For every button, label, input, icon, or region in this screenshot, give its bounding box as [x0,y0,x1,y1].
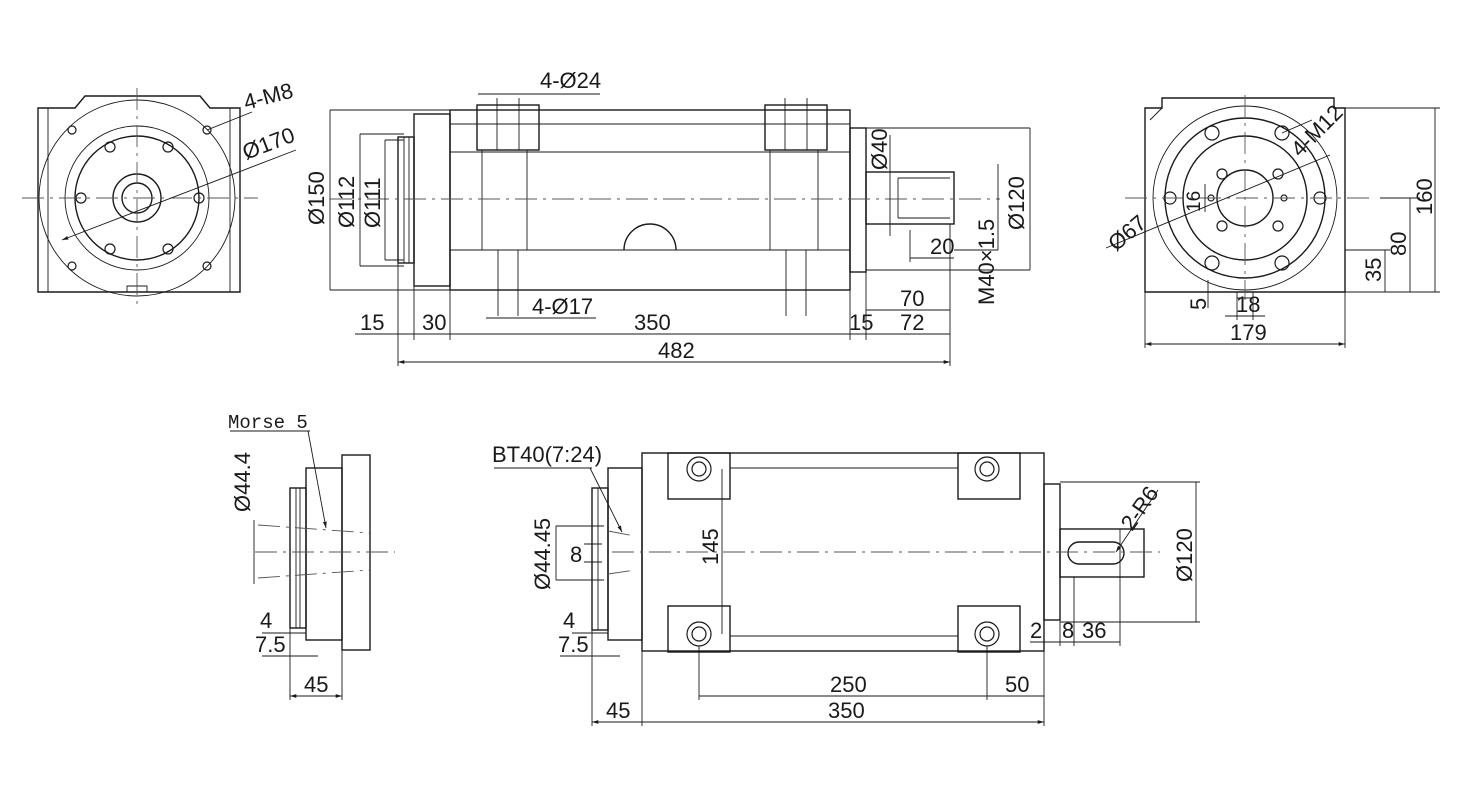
front-diameter-label: Ø170 [239,122,298,165]
rear-w5-label: 5 [1186,298,1211,310]
rear-m12-hole [1204,255,1220,271]
side-d150-label: Ø150 [304,171,329,225]
rear-holes-label: 4-M12 [1286,100,1348,162]
morse-label: Morse 5 [228,412,308,434]
side-view: Ø150 Ø112 Ø111 Ø120 Ø40 M40×1.5 20 4-Ø24… [304,68,1031,366]
plan-w350-label: 350 [828,698,865,723]
side-thread-label: M40×1.5 [974,219,999,305]
front-housing-outline [37,95,241,293]
plan-mount-block [957,605,1021,653]
plan-w250-label: 250 [830,672,867,697]
side-w482-label: 482 [658,338,695,363]
morse-d44-label: Ø44.4 [230,452,255,512]
plan-d4445-label: Ø44.45 [530,518,555,590]
plan-w45-label: 45 [606,698,630,723]
rear-d67-label: Ø67 [1103,210,1151,256]
plan-keyway [1067,541,1125,565]
rear-w179-label: 179 [1230,320,1267,345]
plan-front-plate [607,467,643,641]
plan-shaft [1059,528,1145,578]
front-plate [413,113,451,287]
side-d111-label: Ø111 [360,177,385,228]
plan-view: 145 BT40(7:24) Ø44.45 8 4 7.5 Ø120 2-R6 … [492,442,1200,726]
top-mount-block-right [764,104,828,151]
side-w20-label: 20 [930,234,954,259]
top-mount-block-left [476,104,540,151]
front-m8-hole [67,261,77,271]
rear-housing-outline [1144,97,1346,293]
side-d40-label: Ø40 [867,128,892,170]
rear-h160-label: 160 [1412,178,1437,215]
plan-w75-label: 7.5 [558,632,589,657]
side-d120-label: Ø120 [1004,176,1029,230]
rear-h35-label: 35 [1361,258,1386,282]
plan-w2-label: 2 [1030,618,1042,643]
plan-w8a-label: 8 [570,542,582,567]
side-relief-cutout [623,223,677,251]
side-w350-label: 350 [634,310,671,335]
spindle-shaft [865,171,955,225]
morse-body [305,467,343,641]
rear-m12-hole [1274,125,1290,141]
front-m8-hole [202,125,212,135]
plan-w4-label: 4 [563,608,575,633]
plan-h145-label: 145 [698,528,723,565]
rear-h80-label: 80 [1386,232,1411,256]
rear-m12-hole [1274,255,1290,271]
plan-r6-label: 2-R6 [1116,481,1164,534]
front-m8-hole [202,261,212,271]
plan-w50-label: 50 [1005,672,1029,697]
morse-nose [289,487,307,629]
plan-mount-block [667,452,731,500]
plan-bt40-label: BT40(7:24) [492,442,602,467]
morse-w45-label: 45 [304,672,328,697]
plan-w8b-label: 8 [1062,618,1074,643]
plan-w36-label: 36 [1082,618,1106,643]
side-w15a-label: 15 [360,310,384,335]
rear-h16-label: 16 [1184,191,1205,212]
morse-flange [341,454,371,651]
morse-view: Morse 5 Ø44.4 4 7.5 45 [228,412,395,700]
plan-mount-block [667,605,731,653]
side-d112-label: Ø112 [334,176,359,228]
morse-w4-label: 4 [260,608,272,633]
rear-m12-hole [1204,125,1220,141]
front-m8-hole [67,125,77,135]
morse-w75-label: 7.5 [255,632,286,657]
front-cap [849,127,867,273]
side-holes-top-label: 4-Ø24 [540,68,601,93]
side-w70-label: 70 [900,286,924,311]
plan-nose [591,487,609,631]
side-holes-bottom-label: 4-Ø17 [532,294,593,319]
plan-d120-label: Ø120 [1172,528,1197,582]
side-w30-label: 30 [422,310,446,335]
plan-mount-block [957,452,1021,500]
rear-flange [397,136,415,264]
side-w72-label: 72 [900,310,924,335]
side-w15b-label: 15 [849,310,873,335]
front-view: 4-M8 Ø170 [22,78,298,308]
front-holes-label: 4-M8 [241,78,296,115]
body [449,109,851,291]
rear-view: Ø67 4-M12 16 160 80 35 179 18 5 [1103,95,1440,348]
rear-w18-label: 18 [1236,292,1260,317]
